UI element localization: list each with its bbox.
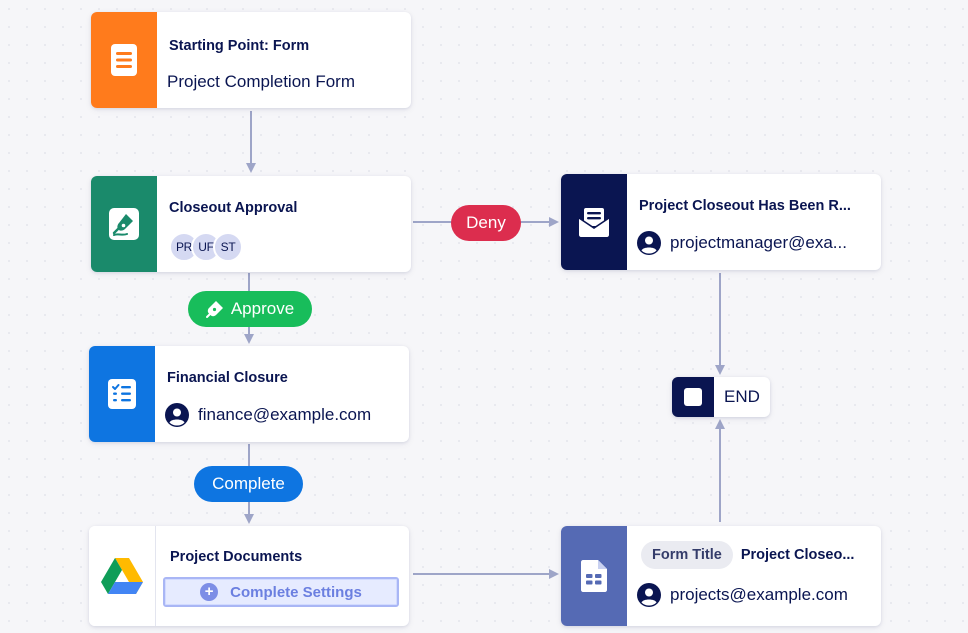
financial-closure-assignee-row: finance@example.com	[165, 403, 397, 427]
deny-notification-node[interactable]: Project Closeout Has Been R... projectma…	[561, 174, 881, 270]
project-closeout-doc-tile	[561, 526, 627, 626]
plus-icon: +	[200, 583, 219, 601]
complete-transition-pill[interactable]: Complete	[194, 466, 303, 502]
project-closeout-doc-title: Project Closeo...	[740, 547, 855, 563]
financial-closure-body: Financial Closure finance@example.com	[155, 346, 409, 442]
email-icon	[578, 208, 610, 237]
deny-label: Deny	[466, 213, 506, 232]
deny-notification-body: Project Closeout Has Been R... projectma…	[627, 174, 881, 270]
google-drive-icon	[101, 558, 143, 594]
document-icon	[581, 560, 607, 592]
financial-closure-assignee: finance@example.com	[198, 405, 372, 424]
deny-notification-tile	[561, 174, 627, 270]
start-form-node[interactable]: Starting Point: Form Project Completion …	[91, 12, 411, 108]
complete-label: Complete	[212, 474, 285, 493]
complete-settings-button[interactable]: + Complete Settings	[163, 577, 399, 607]
project-documents-title: Project Documents	[170, 549, 303, 565]
approve-transition-pill[interactable]: Approve	[188, 291, 312, 327]
assignee-avatars: PR UF ST	[169, 232, 243, 262]
financial-closure-tile	[89, 346, 155, 442]
project-documents-tile	[89, 526, 156, 626]
financial-closure-title: Financial Closure	[167, 370, 288, 386]
project-closeout-doc-recipient-row: projects@example.com	[637, 583, 869, 607]
complete-settings-label: Complete Settings	[230, 583, 362, 601]
deny-notification-recipient-row: projectmanager@exa...	[637, 231, 869, 255]
project-closeout-doc-node[interactable]: Form Title Project Closeo... projects@ex…	[561, 526, 881, 626]
avatar[interactable]: ST	[213, 232, 243, 262]
project-documents-node[interactable]: Project Documents + Complete Settings	[89, 526, 409, 626]
user-icon	[165, 403, 189, 427]
closeout-approval-title: Closeout Approval	[169, 200, 298, 216]
approval-pen-icon	[205, 301, 223, 318]
start-form-subtitle: Project Completion Form	[167, 72, 356, 91]
end-label: END	[724, 387, 760, 406]
user-icon	[637, 231, 661, 255]
start-form-title: Starting Point: Form	[169, 38, 310, 54]
financial-closure-node[interactable]: Financial Closure finance@example.com	[89, 346, 409, 442]
project-closeout-doc-recipient: projects@example.com	[670, 585, 848, 604]
start-form-tile	[91, 12, 157, 108]
deny-transition-pill[interactable]: Deny	[451, 205, 521, 241]
approve-label: Approve	[230, 299, 295, 318]
form-icon	[111, 44, 137, 76]
task-list-icon	[108, 379, 136, 409]
project-documents-body: Project Documents + Complete Settings	[155, 526, 409, 626]
deny-notification-recipient: projectmanager@exa...	[670, 233, 847, 252]
closeout-approval-body: Closeout Approval PR UF ST	[157, 176, 411, 272]
form-title-tag: Form Title	[641, 541, 733, 569]
closeout-approval-node[interactable]: Closeout Approval PR UF ST	[91, 176, 411, 272]
end-tile	[672, 377, 714, 417]
start-form-body: Starting Point: Form Project Completion …	[157, 12, 411, 108]
approval-pen-icon	[109, 208, 139, 240]
user-icon	[637, 583, 661, 607]
project-closeout-doc-body: Form Title Project Closeo... projects@ex…	[627, 526, 881, 626]
project-closeout-doc-title-row: Form Title Project Closeo...	[641, 541, 869, 569]
closeout-approval-tile	[91, 176, 157, 272]
deny-notification-title: Project Closeout Has Been R...	[639, 198, 851, 214]
stop-icon	[684, 388, 702, 406]
end-node[interactable]: END	[672, 377, 770, 417]
